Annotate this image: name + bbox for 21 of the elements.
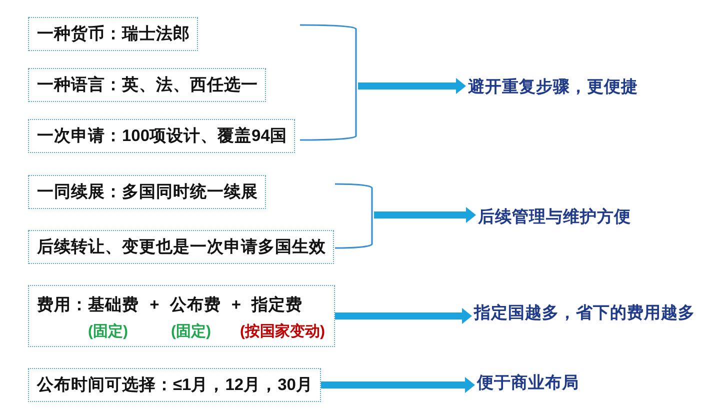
bracket [299,24,358,141]
info-box: 公布时间可选择：≤1月，12月，30月 [28,368,321,402]
info-box [28,285,335,347]
bracket [334,183,374,249]
result-text: 避开重复步骤，更便捷 [468,76,638,98]
formula-label: 费用：基础费 + 公布费 + 指定费 [37,294,303,316]
info-box: 后续转让、变更也是一次申请多国生效 [28,230,334,264]
arrow [358,78,466,94]
info-box: 一同续展：多国同时统一续展 [28,175,266,209]
info-box: 一种货币：瑞士法郎 [28,17,198,51]
result-text: 便于商业布局 [477,372,579,394]
info-box: 一种语言：英、法、西任选一 [28,68,266,102]
note-label: (按国家变动) [240,322,325,342]
info-box: 一次申请：100项设计、覆盖94国 [28,119,295,153]
arrow [374,207,476,223]
result-text: 后续管理与维护方便 [478,206,631,228]
result-text: 指定国越多，省下的费用越多 [474,302,695,324]
arrow [320,377,475,393]
note-label: (固定) [88,322,128,342]
note-label: (固定) [171,322,211,342]
arrow [335,308,472,324]
